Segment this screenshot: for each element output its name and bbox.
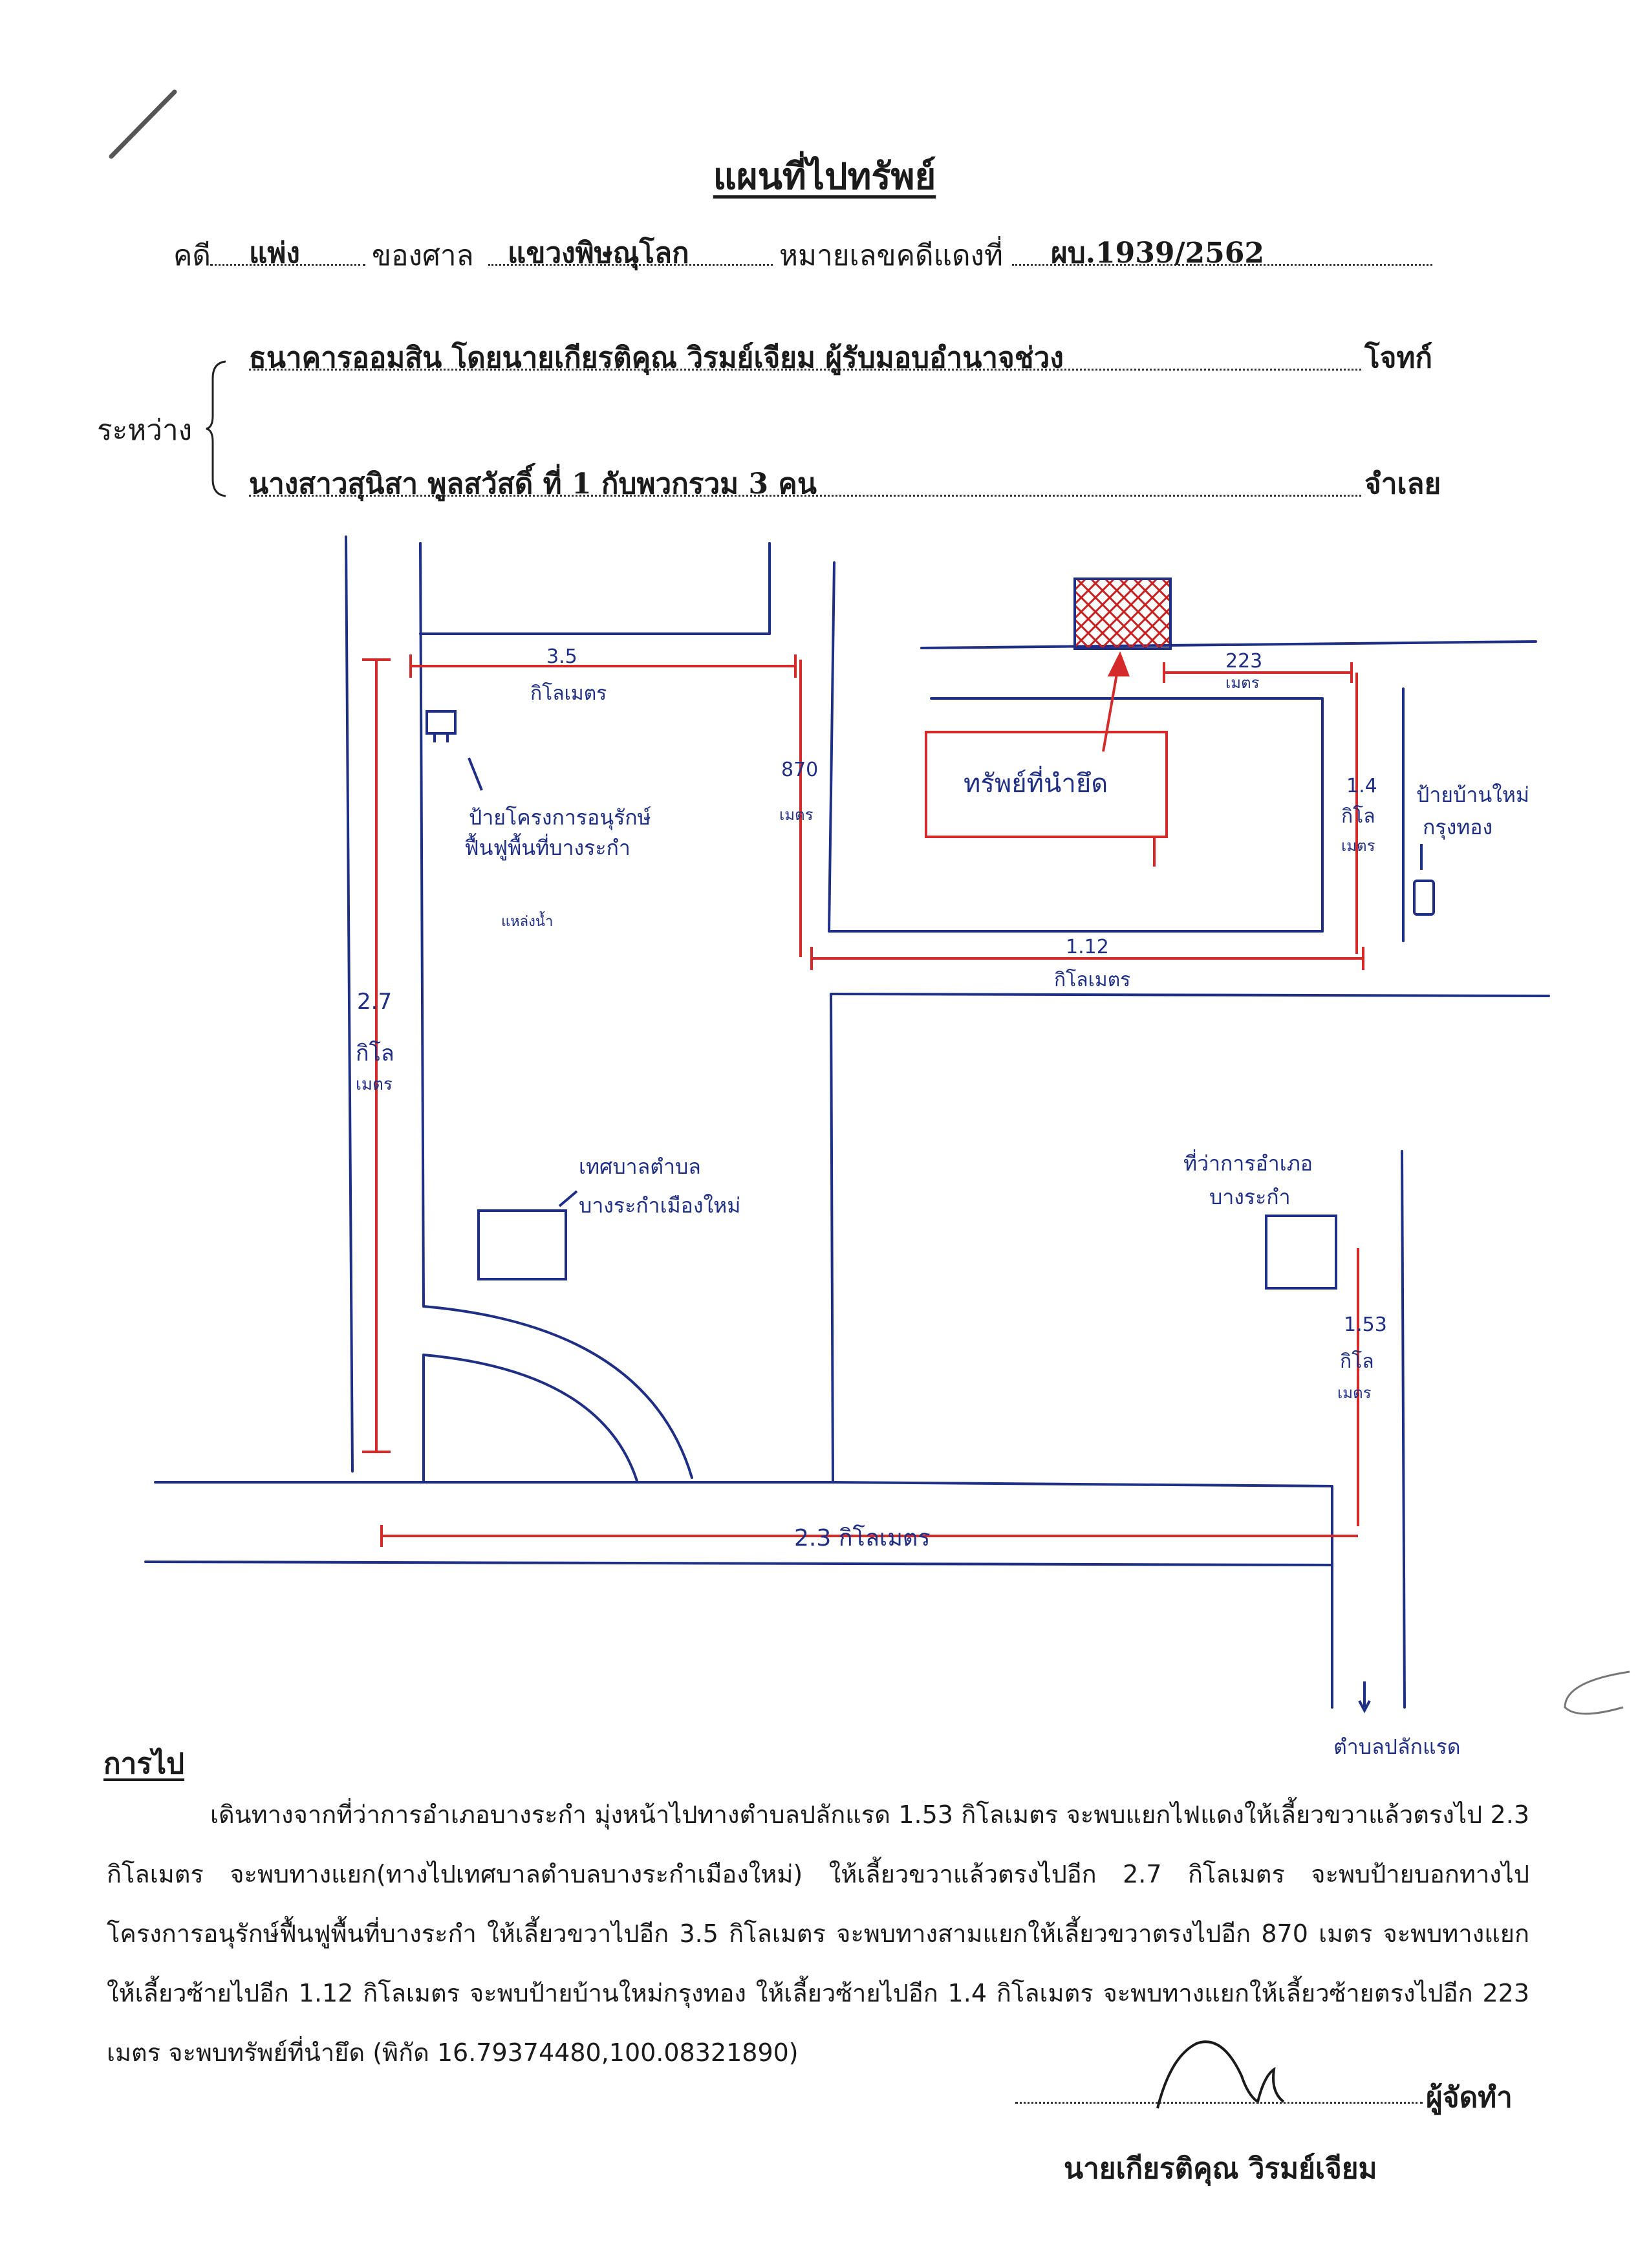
label-1-4: 1.4 bbox=[1346, 775, 1377, 797]
label-municipality-2: บางระกำเมืองใหม่ bbox=[579, 1193, 740, 1218]
label-870-unit: เมตร bbox=[779, 806, 814, 824]
hand-drawn-map: 3.5 กิโลเมตร 870 เมตร 223 เมตร ทรัพย์ที่… bbox=[144, 535, 1630, 1759]
case-number-label: หมายเลขคดีแดงที่ bbox=[779, 239, 1004, 272]
label-to-plakraet: ตำบลปลักแรด bbox=[1333, 1734, 1461, 1759]
label-1-12-unit: กิโลเมตร bbox=[1054, 968, 1130, 991]
label-223: 223 bbox=[1225, 650, 1262, 673]
label-1-53-unit1: กิโล bbox=[1340, 1350, 1374, 1373]
plaintiff-dots bbox=[249, 336, 1361, 371]
directions-text: เดินทางจากที่ว่าการอำเภอบางระกำ มุ่งหน้า… bbox=[107, 1800, 1529, 2067]
defendant-role: จำเลย bbox=[1364, 468, 1441, 501]
court-dots bbox=[488, 233, 773, 266]
case-type: แพ่ง bbox=[249, 237, 300, 270]
property-marker bbox=[1073, 578, 1172, 650]
between-label: ระหว่าง bbox=[97, 414, 193, 447]
label-1-53-unit2: เมตร bbox=[1337, 1384, 1372, 1402]
label-2-7-unit2: เมตร bbox=[356, 1075, 393, 1094]
case-type-dots bbox=[210, 233, 365, 266]
directions-heading: การไป bbox=[103, 1747, 185, 1780]
label-conservation-1: ป้ายโครงการอนุรักษ์ bbox=[469, 805, 651, 830]
page-title: แผนที่ไปทรัพย์ bbox=[713, 155, 936, 198]
measurement-lines bbox=[362, 654, 1364, 1547]
signature-name: นายเกียรติคุณ วิรมย์เจียม bbox=[1064, 2152, 1377, 2185]
property-arrow bbox=[1102, 651, 1130, 752]
court-label: ของศาล bbox=[372, 239, 474, 272]
court-name: แขวงพิษณุโลก bbox=[508, 237, 689, 270]
label-223-unit: เมตร bbox=[1225, 674, 1260, 692]
label-1-4-unit2: เมตร bbox=[1341, 837, 1375, 855]
plaintiff-name: ธนาคารออมสิน โดยนายเกียรติคุณ วิรมย์เจีย… bbox=[249, 341, 1064, 374]
signature-mark bbox=[1156, 2040, 1285, 2109]
case-number: ผบ.1939/2562 bbox=[1051, 237, 1265, 270]
defendant-dots bbox=[249, 462, 1361, 497]
label-3-5-unit: กิโลเมตร bbox=[530, 682, 607, 705]
label-conservation-3: แหล่งน้ำ bbox=[501, 911, 553, 930]
label-1-4-unit1: กิโล bbox=[1341, 805, 1375, 828]
label-district-office-2: บางระกำ bbox=[1209, 1185, 1291, 1209]
label-1-12: 1.12 bbox=[1066, 936, 1109, 958]
label-2-3: 2.3 กิโลเมตร bbox=[794, 1524, 931, 1551]
between-brace bbox=[206, 360, 226, 497]
defendant-name: นางสาวสุนิสา พูลสวัสดิ์ ที่ 1 กับพวกรวม … bbox=[249, 468, 817, 501]
label-2-7-unit1: กิโล bbox=[356, 1041, 394, 1066]
plaintiff-role: โจทก์ bbox=[1364, 341, 1433, 374]
road-lines bbox=[144, 535, 1550, 1709]
signature-line bbox=[1015, 2076, 1423, 2104]
label-municipality-1: เทศบาลตำบล bbox=[579, 1154, 701, 1179]
label-village-1: ป้ายบ้านใหม่ bbox=[1416, 783, 1529, 807]
label-870: 870 bbox=[781, 759, 818, 781]
label-village-2: กรุงทอง bbox=[1423, 815, 1493, 840]
label-conservation-2: ฟื้นฟูพื้นที่บางระกำ bbox=[464, 833, 630, 861]
case-label: คดี bbox=[173, 239, 211, 272]
landmark-boxes bbox=[426, 710, 1435, 1714]
label-property: ทรัพย์ที่นำยึด bbox=[964, 766, 1108, 799]
label-3-5: 3.5 bbox=[546, 645, 577, 668]
label-district-office-1: ที่ว่าการอำเภอ bbox=[1183, 1149, 1313, 1176]
label-2-7: 2.7 bbox=[357, 989, 392, 1015]
case-number-dots bbox=[1012, 233, 1432, 266]
edge-scribble bbox=[1564, 1670, 1630, 1715]
pencil-mark bbox=[109, 89, 177, 159]
label-1-53: 1.53 bbox=[1344, 1313, 1387, 1336]
signature-role: ผู้จัดทำ bbox=[1426, 2081, 1513, 2114]
